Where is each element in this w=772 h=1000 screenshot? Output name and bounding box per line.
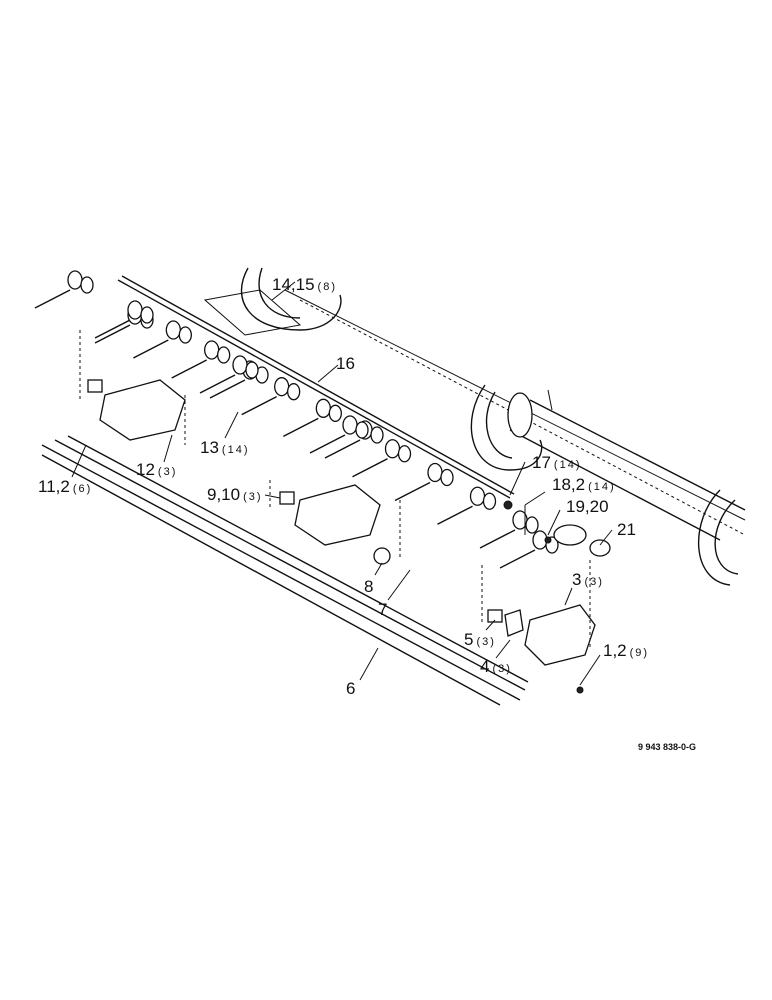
tine-roller [370, 426, 384, 444]
tine-roller [384, 439, 401, 459]
tine-bar [117, 275, 515, 499]
tine-roller [274, 377, 290, 397]
callout-3: 3(3) [572, 570, 604, 589]
tine-roller [67, 270, 83, 290]
tine-roller [482, 492, 497, 510]
tine-wire [199, 374, 236, 394]
callout-4: 4(3) [480, 657, 512, 676]
tine-roller [525, 516, 539, 534]
bracket-middle [269, 480, 401, 565]
tine-wire [133, 339, 169, 359]
cam-parts [503, 500, 611, 694]
reel-tube [203, 267, 746, 586]
callout-19-20: 19,20 [566, 497, 609, 516]
tine-roller [245, 361, 259, 379]
callout-12: 12(3) [136, 460, 177, 479]
tine-roller [328, 404, 342, 422]
bracket-right [481, 560, 596, 666]
tine-wire [309, 434, 346, 454]
callout-14-15: 14,15(8) [272, 275, 337, 294]
tine-roller [315, 398, 331, 418]
tine-wire [394, 481, 431, 502]
tine-roller [217, 346, 231, 364]
tine-wire [283, 417, 319, 437]
tine-roller [232, 355, 248, 375]
callout-21: 21 [617, 520, 636, 539]
leader-lines [71, 281, 613, 686]
tine-roller [178, 326, 192, 344]
callout-1-2: 1,2(9) [603, 641, 649, 660]
tine-wire [324, 439, 361, 459]
tine-wire [352, 458, 388, 478]
tine-roller [140, 306, 154, 324]
bar-rods [41, 435, 529, 706]
tine-roller [355, 421, 369, 439]
callout-5: 5(3) [464, 630, 496, 649]
callout-16: 16 [336, 354, 355, 373]
tine-wire [479, 529, 516, 549]
callout-6: 6 [346, 679, 355, 698]
tine-group [34, 270, 559, 569]
callout-7: 7 [378, 600, 387, 619]
tine-roller [397, 445, 412, 463]
callout-18-2: 18,2(14) [552, 475, 616, 494]
tine-wire [94, 319, 131, 339]
tine-roller [80, 276, 94, 294]
callouts: 14,15(8) 16 13(14) 12(3) 11,2(6) 9,10(3)… [38, 275, 649, 698]
tine-roller [204, 340, 220, 360]
tine-roller [165, 320, 181, 340]
tine-roller [469, 486, 486, 506]
callout-17: 17(14) [532, 453, 581, 472]
tine-wire [437, 505, 473, 525]
tine-wire [499, 549, 536, 569]
tine-roller [440, 468, 454, 487]
tine-wire [94, 324, 131, 344]
document-number: 9 943 838-0-G [638, 742, 696, 752]
tine-wire [34, 289, 71, 309]
bracket-left [79, 330, 186, 445]
tine-wire [171, 359, 207, 379]
tine-wire [209, 379, 246, 399]
tine-roller [287, 383, 301, 401]
tine-roller [127, 300, 143, 320]
tine-wire [241, 396, 277, 416]
callout-11-2: 11,2(6) [38, 477, 92, 496]
tine-roller [427, 462, 443, 483]
callout-8: 8 [364, 577, 373, 596]
callout-9-10: 9,10(3) [207, 485, 263, 504]
tine-roller [342, 415, 358, 435]
callout-13: 13(14) [200, 438, 249, 457]
